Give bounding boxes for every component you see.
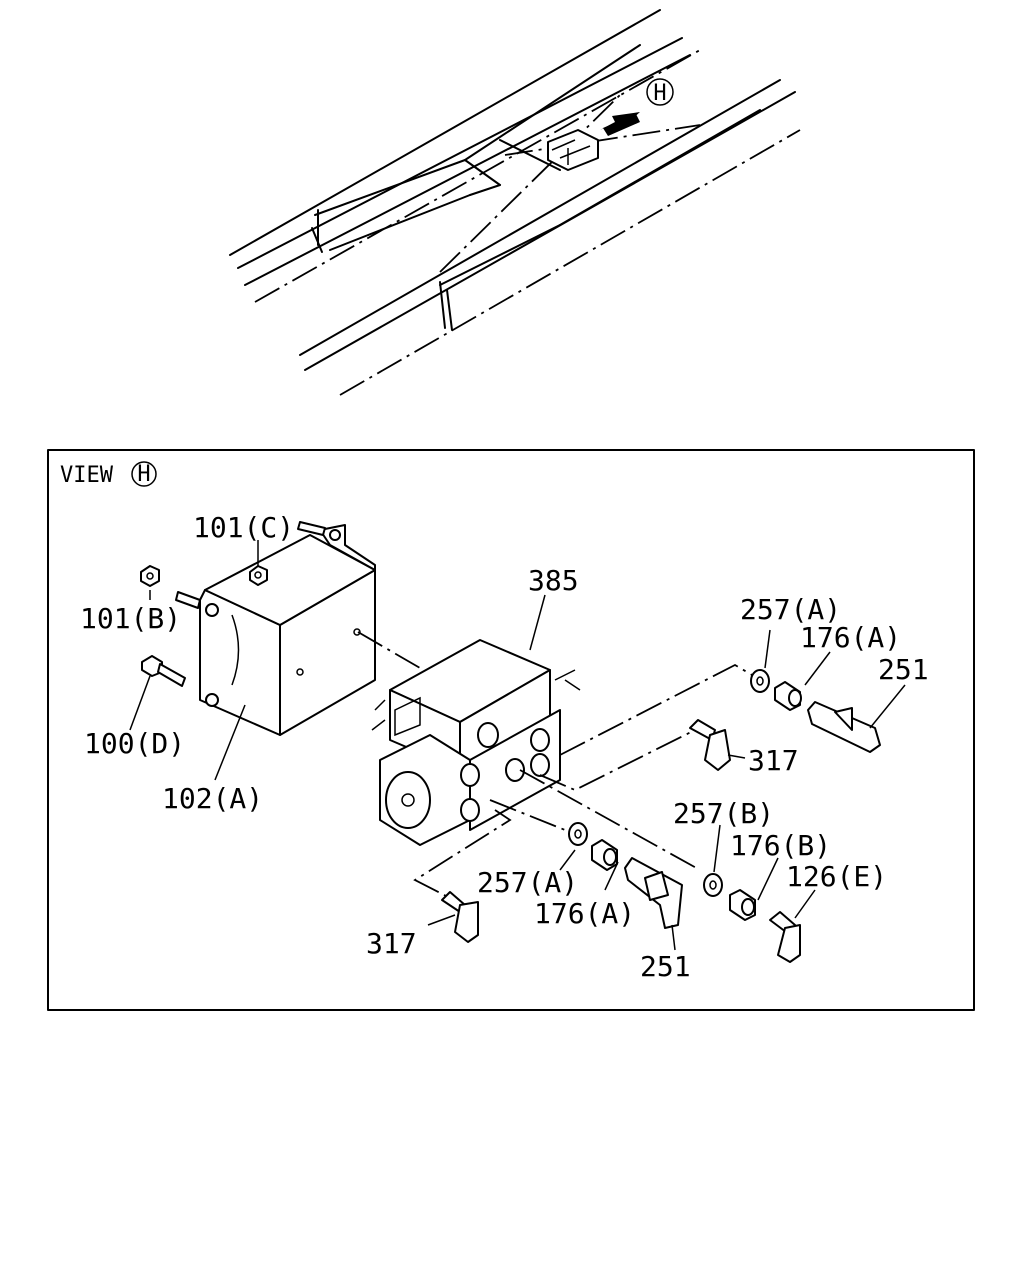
nut-101c (249, 565, 268, 586)
label-317-left: 317 (366, 927, 417, 960)
elbow-317-left (441, 891, 479, 943)
bolt-176b (729, 889, 756, 921)
label-257a-top: 257(A) (740, 593, 841, 626)
label-126e: 126(E) (786, 860, 887, 893)
bolt-101c (297, 521, 326, 536)
bracket-102a (199, 524, 376, 736)
label-176a-bottom: 176(A) (534, 897, 635, 930)
label-251-bottom: 251 (640, 950, 691, 983)
washer-257a-top (750, 669, 770, 693)
view-h-frame (47, 449, 975, 1011)
leader-lines (129, 540, 906, 951)
label-317-right: 317 (748, 744, 799, 777)
label-101c: 101(C) (193, 511, 294, 544)
view-marker-circle (646, 78, 674, 106)
label-251-top: 251 (878, 653, 929, 686)
module-thumbnail (547, 129, 599, 171)
view-title-marker: H (137, 462, 150, 487)
label-257a-bottom: 257(A) (477, 866, 578, 899)
view-title: VIEW (60, 463, 114, 488)
view-marker-top: H (653, 81, 666, 106)
nut-101b (140, 565, 160, 587)
label-176b: 176(B) (730, 829, 831, 862)
label-385: 385 (528, 564, 579, 597)
bolt-101b (175, 591, 201, 609)
label-176a-top: 176(A) (800, 621, 901, 654)
bolt-100d (141, 655, 186, 687)
label-101b: 101(B) (80, 602, 181, 635)
modulator-unit-385 (371, 639, 581, 846)
elbow-126e (769, 911, 801, 963)
elbow-317-right (689, 719, 731, 771)
bolt-176a-bottom (591, 839, 618, 871)
connector-251-top (807, 701, 881, 753)
bolt-176a-top (774, 681, 802, 711)
chassis-frame-overview: H (229, 9, 801, 396)
view-title-circle (131, 461, 157, 487)
label-102a: 102(A) (162, 782, 263, 815)
washer-257a-bottom (568, 822, 588, 846)
washer-257b (703, 873, 723, 897)
label-100d: 100(D) (84, 727, 185, 760)
label-257b: 257(B) (673, 797, 774, 830)
